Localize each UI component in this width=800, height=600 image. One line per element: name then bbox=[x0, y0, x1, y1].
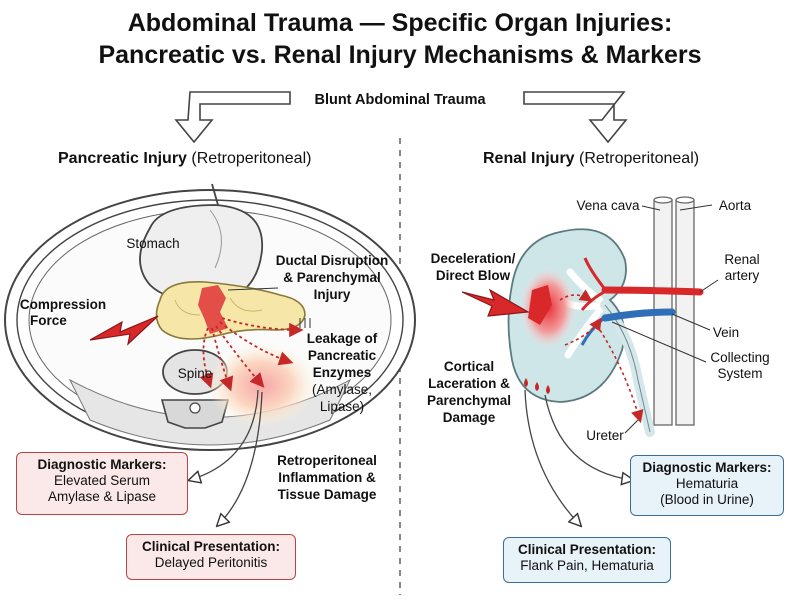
pancreatic-clinical-line1: Delayed Peritonitis bbox=[154, 555, 268, 570]
renal-clinical-box: Clinical Presentation: Flank Pain, Hemat… bbox=[503, 537, 671, 583]
cortical-line3: Parenchymal bbox=[426, 393, 512, 408]
leak-line1: Leakage of bbox=[306, 331, 378, 346]
leak-line5: Lipase) bbox=[319, 399, 365, 414]
ductal-disruption-label: Ductal Disruption & Parenchymal Injury bbox=[268, 252, 396, 303]
inflam-line3: Tissue Damage bbox=[277, 487, 377, 502]
pancreatic-clinical-title: Clinical Presentation: bbox=[141, 539, 281, 554]
pancreatic-header: Pancreatic Injury (Retroperitoneal) bbox=[58, 150, 311, 168]
ductal-line1: Ductal Disruption bbox=[275, 253, 389, 268]
hemorrhage-flow-arrows bbox=[559, 289, 644, 424]
pancreatic-clinical-box: Clinical Presentation: Delayed Peritonit… bbox=[126, 534, 296, 580]
page-title-line2: Pancreatic vs. Renal Injury Mechanisms &… bbox=[98, 41, 702, 69]
aorta-label: Aorta bbox=[718, 198, 752, 213]
stomach-shape bbox=[139, 204, 263, 302]
vena-cava-label: Vena cava bbox=[576, 198, 640, 213]
decel-line1: Deceleration/ bbox=[430, 251, 516, 266]
leak-line4: (Amylase, bbox=[311, 382, 372, 397]
pancreatic-markers-line2: Amylase & Lipase bbox=[47, 489, 157, 504]
leak-line3: Enzymes bbox=[312, 365, 372, 380]
pancreatic-markers-line1: Elevated Serum bbox=[53, 473, 151, 488]
deceleration-bolt bbox=[461, 288, 530, 317]
collecting-line2: System bbox=[717, 366, 763, 381]
renal-clinical-title: Clinical Presentation: bbox=[517, 542, 657, 557]
pancreatic-header-text: Pancreatic Injury bbox=[58, 150, 187, 167]
ureter-label: Ureter bbox=[586, 428, 624, 443]
cortical-line2: Laceration & bbox=[428, 376, 510, 391]
inflammation-label: Retroperitoneal Inflammation & Tissue Da… bbox=[262, 452, 392, 503]
renal-header-text: Renal Injury bbox=[483, 150, 575, 167]
renal-header-sub: (Retroperitoneal) bbox=[579, 150, 700, 167]
blood-drops bbox=[524, 378, 550, 394]
ductal-line3: Injury bbox=[313, 287, 351, 302]
vein-label: Vein bbox=[712, 325, 740, 340]
renal-artery-line2: artery bbox=[724, 268, 760, 283]
renal-markers-line2: (Blood in Urine) bbox=[660, 492, 754, 507]
renal-clinical-line1: Flank Pain, Hematuria bbox=[520, 558, 654, 573]
pancreatic-markers-title: Diagnostic Markers: bbox=[37, 457, 167, 472]
renal-artery-label: Renal artery bbox=[712, 252, 772, 284]
renal-header: Renal Injury (Retroperitoneal) bbox=[483, 150, 699, 168]
page-title-line1: Abdominal Trauma — Specific Organ Injuri… bbox=[127, 9, 673, 37]
spine-label: Spine bbox=[177, 366, 213, 381]
inflam-line1: Retroperitoneal bbox=[277, 453, 377, 468]
pancreatic-header-sub: (Retroperitoneal) bbox=[191, 150, 312, 167]
renal-artery-line1: Renal bbox=[724, 252, 760, 267]
compression-force-line2: Force bbox=[30, 313, 67, 328]
decel-line2: Direct Blow bbox=[435, 268, 511, 283]
renal-markers-box: Diagnostic Markers: Hematuria (Blood in … bbox=[630, 455, 784, 516]
blunt-trauma-split-arrow bbox=[174, 91, 628, 144]
renal-markers-line1: Hematuria bbox=[675, 476, 739, 491]
collecting-line1: Collecting bbox=[710, 350, 770, 365]
inflam-line2: Inflammation & bbox=[278, 470, 376, 485]
cortical-laceration-label: Cortical Laceration & Parenchymal Damage bbox=[420, 358, 518, 426]
compression-force-line1: Compression bbox=[19, 297, 107, 312]
cortical-line4: Damage bbox=[442, 410, 496, 425]
renal-markers-title: Diagnostic Markers: bbox=[642, 460, 772, 475]
compression-force-label: Compression Force bbox=[8, 297, 118, 329]
renal-outcome-arrows bbox=[524, 389, 632, 525]
deceleration-label: Deceleration/ Direct Blow bbox=[418, 250, 528, 284]
leak-line2: Pancreatic bbox=[307, 348, 377, 363]
spine-shape bbox=[160, 349, 230, 429]
ductal-line2: & Parenchymal bbox=[283, 270, 381, 285]
renal-vein bbox=[601, 308, 676, 322]
blunt-trauma-label: Blunt Abdominal Trauma bbox=[314, 92, 486, 108]
enzyme-leakage-arrows bbox=[199, 317, 304, 392]
compression-force-bolt bbox=[89, 315, 159, 346]
collecting-system-label: Collecting System bbox=[700, 350, 780, 382]
stomach-label: Stomach bbox=[126, 236, 180, 251]
renal-artery bbox=[601, 286, 704, 296]
pancreatic-markers-box: Diagnostic Markers: Elevated Serum Amyla… bbox=[16, 452, 188, 515]
enzyme-leakage-label: Leakage of Pancreatic Enzymes (Amylase, … bbox=[296, 330, 388, 415]
cortical-line1: Cortical bbox=[443, 359, 495, 374]
pancreatic-outcome-arrows bbox=[190, 389, 263, 525]
